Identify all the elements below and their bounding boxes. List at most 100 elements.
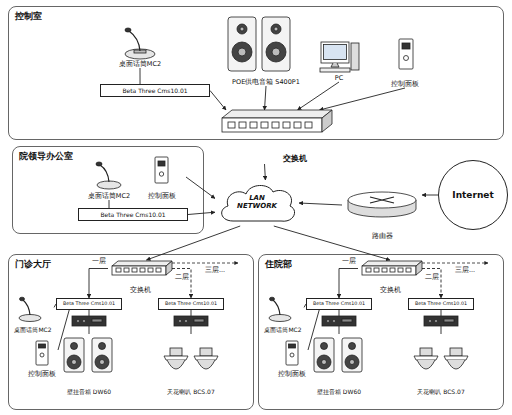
switch-node: 交换机 xyxy=(215,110,325,164)
floor-equipment xyxy=(19,315,41,322)
connector-line xyxy=(441,310,442,334)
floor-equipment xyxy=(174,316,208,326)
microphone-icon xyxy=(100,165,109,182)
floor-equipment xyxy=(72,360,77,365)
floor-equipment xyxy=(194,356,218,360)
microphone-icon xyxy=(134,50,146,53)
node-text: 桌面话筒MC2 xyxy=(14,327,51,334)
node-text: 桌面话筒MC2 xyxy=(119,61,161,68)
node-text: 控制面板 xyxy=(391,81,419,88)
floor-equipment xyxy=(23,300,30,315)
node-text: 天花喇叭 BCS.07 xyxy=(417,389,464,396)
floor-equipment xyxy=(172,263,238,264)
connector-line xyxy=(320,88,406,110)
connector-line xyxy=(298,82,340,110)
floor-equipment xyxy=(148,268,153,272)
floor-equipment xyxy=(132,268,137,272)
area-heading: 控制室 xyxy=(15,10,42,23)
node-text: 桌面话筒MC2 xyxy=(264,327,301,334)
node-text: Beta Three Cms10.01 xyxy=(165,302,217,307)
area-panel: 住院部交换机Beta Three Cms10.01Beta Three Cms1… xyxy=(258,254,504,410)
lan-cloud: LAN NETWORK xyxy=(215,180,299,226)
floor-equipment xyxy=(40,353,44,357)
floor-equipment xyxy=(140,268,145,272)
floor-equipment xyxy=(92,338,112,372)
node-text: 交换机 xyxy=(283,155,307,164)
node-text: Beta Three Cms10.01 xyxy=(100,212,165,218)
pc-icon xyxy=(320,42,359,72)
connector-line xyxy=(89,269,108,299)
connector-line xyxy=(422,269,441,299)
connector-line xyxy=(191,310,192,334)
controller-box: Beta Three Cms10.01 xyxy=(56,298,122,310)
connector-line xyxy=(339,269,358,299)
switch-icon xyxy=(305,122,312,128)
connector-line xyxy=(188,212,215,214)
pc-icon xyxy=(324,45,347,60)
floor-equipment xyxy=(92,319,102,322)
speaker-icon xyxy=(240,27,244,31)
microphone-icon xyxy=(125,28,155,59)
device-node: 桌面话筒MC2 xyxy=(262,296,304,334)
node-text: 控制面板 xyxy=(278,371,306,378)
floor-equipment xyxy=(67,355,81,369)
area-panel: 门诊大厅交换机Beta Three Cms10.01Beta Three Cms… xyxy=(8,254,254,410)
speaker-icon xyxy=(237,24,247,34)
control-panel-icon xyxy=(155,157,168,183)
controller-box: Beta Three Cms10.01 xyxy=(78,208,188,221)
floor-equipment xyxy=(99,343,106,350)
floor-equipment xyxy=(64,338,84,372)
floor-equipment xyxy=(100,360,105,365)
floor-equipment xyxy=(269,261,488,372)
device-node: 交换机 xyxy=(108,260,172,294)
connector-line xyxy=(210,91,226,111)
floor-equipment xyxy=(197,360,215,369)
speaker-icon xyxy=(266,42,286,62)
cloud-outline xyxy=(222,185,295,221)
switch-icon xyxy=(283,122,290,128)
microphone-icon xyxy=(125,49,155,59)
floor-equipment xyxy=(179,320,182,323)
floor-label: 二层 xyxy=(175,273,189,280)
floor-equipment xyxy=(164,356,188,360)
device-node: 天花喇叭 BCS.07 xyxy=(156,334,226,396)
speaker-icon xyxy=(262,17,290,71)
controller-box: Beta Three Cms10.01 xyxy=(158,298,224,310)
router-icon xyxy=(370,197,394,203)
node-text: POE供电音箱 S400P1 xyxy=(232,79,300,86)
microphone-icon xyxy=(129,31,140,51)
node-text: 交换机 xyxy=(130,287,151,294)
floor-equipment xyxy=(156,268,161,272)
device-node: 桌面话筒MC2 xyxy=(12,296,54,334)
node-text: 壁挂音箱 DW60 xyxy=(317,389,361,396)
microphone-icon xyxy=(96,162,121,189)
area-heading: 院领导办公室 xyxy=(19,150,73,163)
node-text: LAN NETWORK xyxy=(236,195,278,210)
pc-icon xyxy=(320,68,350,72)
floor-equipment xyxy=(39,344,46,348)
connector-line xyxy=(186,177,215,198)
area-panel: 院领导办公室桌面话筒MC2控制面板Beta Three Cms10.01 xyxy=(12,146,204,234)
control-panel-icon xyxy=(159,172,163,176)
floor-equipment xyxy=(77,320,80,323)
speaker-icon xyxy=(228,17,290,71)
device-node: 壁挂音箱 DW60 xyxy=(54,334,124,396)
device-node: 交换机 xyxy=(358,260,422,294)
pc-icon xyxy=(331,63,339,67)
floor-equipment xyxy=(20,297,25,301)
pc-icon xyxy=(351,43,359,70)
floor-equipment xyxy=(95,355,109,369)
floor-equipment xyxy=(36,341,48,365)
floor-equipment xyxy=(124,268,129,272)
connector-line xyxy=(264,164,266,180)
device-node: POE供电音箱 S400P1 xyxy=(220,14,312,86)
floor-label: 三层... xyxy=(205,267,225,274)
node-text: Beta Three Cms10.01 xyxy=(63,302,115,307)
device-node: 控制面板 xyxy=(276,338,308,378)
node-text: Internet xyxy=(452,190,493,200)
node-text: 壁挂音箱 DW60 xyxy=(67,389,111,396)
switch-icon xyxy=(222,110,332,132)
node-text: PC xyxy=(335,75,343,82)
